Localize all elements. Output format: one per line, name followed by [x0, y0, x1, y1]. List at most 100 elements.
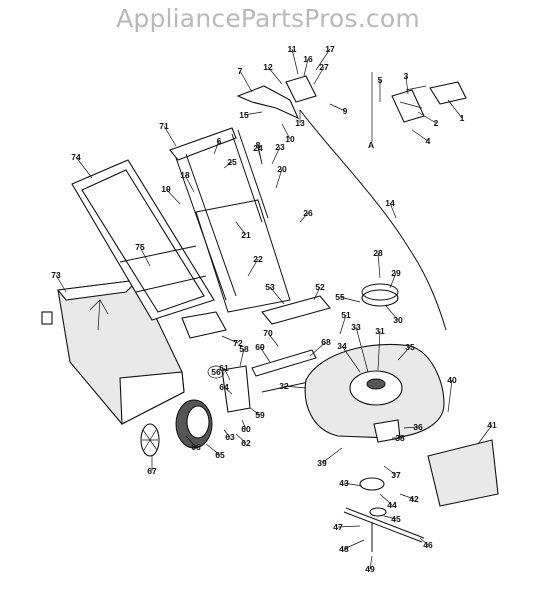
- callout-46: 46: [423, 540, 433, 550]
- callout-63: 63: [225, 432, 235, 442]
- callout-13: 13: [295, 118, 305, 128]
- callout-51: 51: [341, 310, 351, 320]
- leader-line-58: [239, 348, 245, 367]
- leader-line-16: [303, 58, 309, 77]
- leader-lines: [55, 48, 493, 570]
- callout-37: 37: [391, 470, 401, 480]
- leader-line-9: [329, 103, 346, 112]
- callout-circle-56: [207, 365, 225, 379]
- leader-line-53: [269, 286, 285, 305]
- callout-44: 44: [387, 500, 397, 510]
- leader-line-41: [477, 424, 493, 445]
- leader-line-42: [399, 493, 415, 500]
- callout-7: 7: [238, 66, 243, 76]
- leader-line-15: [243, 111, 263, 116]
- leader-line-17: [315, 48, 331, 71]
- callout-47: 47: [333, 522, 343, 532]
- callout-6: 6: [217, 136, 222, 146]
- leader-line-75: [139, 246, 151, 267]
- callout-39: 39: [317, 458, 327, 468]
- callout-48: 48: [339, 544, 349, 554]
- callout-70: 70: [263, 328, 273, 338]
- leader-line-44: [379, 493, 393, 506]
- callout-55: 55: [335, 292, 345, 302]
- callout-22: 22: [253, 254, 263, 264]
- leader-line-30: [385, 305, 399, 321]
- leader-line-71: [163, 125, 177, 147]
- leader-line-59: [249, 407, 261, 416]
- leader-line-22: [247, 258, 259, 277]
- leader-line-35: [397, 346, 411, 361]
- callout-15: 15: [239, 110, 249, 120]
- leader-line-20: [275, 168, 283, 189]
- leader-line-18: [184, 174, 195, 193]
- callout-68: 68: [321, 337, 331, 347]
- leader-line-14: [389, 202, 397, 219]
- leader-line-46: [419, 537, 429, 546]
- leader-line-74: [75, 156, 93, 179]
- leader-line-66: [185, 435, 197, 448]
- callout-3: 3: [404, 71, 409, 81]
- callout-9: 9: [343, 106, 348, 116]
- leader-line-1: [447, 99, 463, 119]
- callout-61: 61: [219, 363, 229, 373]
- callout-72: 72: [233, 338, 243, 348]
- leader-line-25: [223, 161, 233, 169]
- leader-line-32: [283, 385, 307, 389]
- callout-75: 75: [135, 242, 145, 252]
- blade-assembly: [343, 477, 425, 552]
- callout-36: 36: [413, 422, 423, 432]
- callout-65: 65: [215, 450, 225, 460]
- leader-line-7: [239, 70, 253, 93]
- leader-line-31: [377, 330, 381, 371]
- leader-line-19: [165, 188, 181, 205]
- callout-5: 5: [378, 75, 383, 85]
- callout-49: 49: [365, 564, 375, 574]
- watermark-text: AppliancePartsPros.com: [116, 4, 420, 33]
- callout-66: 66: [191, 442, 201, 452]
- leader-line-49: [369, 555, 373, 570]
- callout-16: 16: [303, 54, 313, 64]
- callout-67: 67: [147, 466, 157, 476]
- callout-41: 41: [487, 420, 497, 430]
- callout-28: 28: [373, 248, 383, 258]
- bag-frame: [71, 159, 215, 321]
- leader-line-55: [339, 296, 361, 303]
- mower-deck: [304, 343, 445, 443]
- leader-line-40: [447, 379, 453, 413]
- callout-56: 56: [211, 367, 221, 377]
- leader-line-72: [221, 335, 239, 344]
- leader-line-52: [313, 286, 321, 301]
- callout-52: 52: [315, 282, 325, 292]
- callout-34: 34: [337, 341, 347, 351]
- callout-11: 11: [288, 44, 297, 54]
- drive-wheel: [140, 399, 213, 457]
- control-cable: [299, 109, 447, 331]
- callout-33: 33: [351, 322, 361, 332]
- leader-line-10: [281, 123, 291, 140]
- callout-14: 14: [385, 198, 395, 208]
- callout-42: 42: [409, 494, 419, 504]
- lower-handle: [181, 295, 331, 393]
- upper-handle: [169, 75, 467, 313]
- leader-line-3: [405, 75, 409, 95]
- callout-24: 24: [253, 143, 263, 153]
- callout-74: 74: [71, 152, 81, 162]
- leader-line-63: [223, 429, 231, 438]
- leader-line-4: [411, 129, 429, 142]
- callout-40: 40: [447, 375, 457, 385]
- leader-line-51: [339, 314, 347, 335]
- callout-10: 10: [285, 134, 295, 144]
- callout-labels: 1234567891011121314151617181920212223242…: [51, 44, 497, 574]
- callout-73: 73: [51, 270, 61, 280]
- callout-27: 27: [319, 62, 329, 72]
- leader-line-68: [309, 341, 327, 357]
- callout-58: 58: [239, 344, 249, 354]
- leader-line-33: [355, 326, 369, 373]
- callout-19: 19: [161, 184, 171, 194]
- leader-line-39: [321, 447, 343, 464]
- leader-line-2: [417, 111, 437, 124]
- callout-71: 71: [159, 121, 169, 131]
- callout-59: 59: [255, 410, 265, 420]
